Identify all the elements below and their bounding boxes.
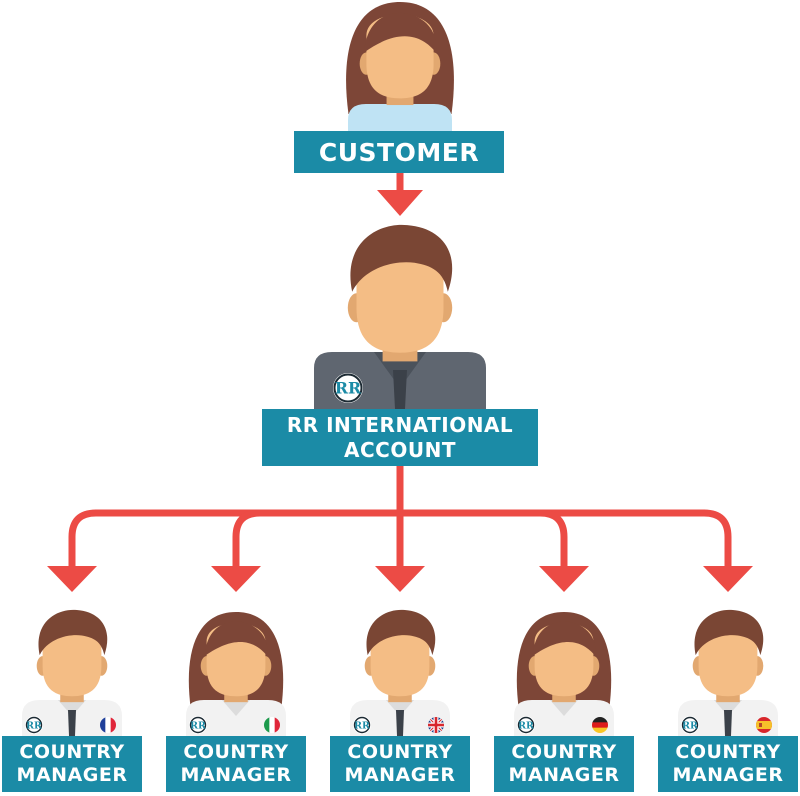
arrow-branch-2 [232, 509, 261, 568]
spain-flag-icon [756, 717, 772, 733]
account-label-line2: ACCOUNT [344, 437, 456, 462]
united-kingdom-flag-icon [428, 717, 444, 733]
country-manager-figure-5: RR [678, 609, 778, 736]
manager-label-line1: COUNTRY [511, 741, 617, 763]
tie [724, 710, 732, 736]
france-flag-icon [100, 717, 116, 733]
rr-badge-ring [517, 716, 535, 734]
country-manager-figure-3: RR [350, 609, 450, 736]
face [370, 623, 430, 697]
rr-badge-ring [353, 716, 371, 734]
shirt [186, 700, 286, 736]
face [698, 623, 758, 697]
rr-badge-icon [681, 716, 699, 734]
arrow-branch-1 [68, 509, 97, 568]
hair [694, 609, 764, 656]
collar [550, 700, 578, 716]
country-manager-figure-2: RR [186, 612, 286, 736]
customer-top [348, 104, 452, 131]
customer-label-text: CUSTOMER [318, 137, 480, 167]
rr-international-account-label: RR INTERNATIONAL ACCOUNT [262, 409, 538, 466]
manager-label-line2: MANAGER [508, 764, 620, 786]
rr-badge-ring [333, 373, 363, 403]
manager-label-line1: COUNTRY [183, 741, 289, 763]
arrowhead [377, 190, 423, 216]
rr-badge-icon [25, 716, 43, 734]
manager-label-line1: COUNTRY [675, 741, 781, 763]
rr-badge-icon [189, 716, 207, 734]
manager-label-line1: COUNTRY [347, 741, 453, 763]
country-manager-figure-4: RR [514, 612, 614, 736]
customer-label: CUSTOMER [294, 131, 504, 173]
hair [38, 609, 108, 656]
manager-label-line1: COUNTRY [19, 741, 125, 763]
hair [366, 609, 436, 656]
rr-badge-icon [333, 373, 363, 403]
rr-badge-ring [189, 716, 207, 734]
collar [58, 700, 86, 716]
hair-fringe [364, 12, 437, 53]
arrowhead-manager-4 [539, 566, 589, 592]
manager-label-line2: MANAGER [180, 764, 292, 786]
manager-label-line2: MANAGER [344, 764, 456, 786]
rr-badge-text: RR [518, 720, 534, 731]
tie [393, 370, 407, 409]
germany-flag-icon [592, 717, 608, 733]
rr-badge-ring [681, 716, 699, 734]
collar [386, 700, 414, 716]
connector-arrows [47, 173, 753, 592]
hair-fringe [532, 621, 596, 657]
collar [714, 700, 742, 716]
arrow-branch-3 [539, 509, 568, 568]
country-manager-figure-1: RR [22, 609, 122, 736]
account-manager-figure: RR [314, 224, 486, 409]
people-figures: RR RR RR RR RR RR [22, 2, 778, 736]
hair-fringe [204, 621, 268, 657]
tie [68, 710, 76, 736]
rr-badge-text: RR [190, 720, 206, 731]
rr-badge-text: RR [26, 720, 42, 731]
country-manager-label-4: COUNTRY MANAGER [494, 736, 634, 792]
italy-flag-icon [264, 717, 280, 733]
arrowhead-manager-5 [703, 566, 753, 592]
customer-figure [346, 2, 454, 131]
arrowhead-manager-2 [211, 566, 261, 592]
arrowhead-manager-1 [47, 566, 97, 592]
arrowhead-manager-3 [375, 566, 425, 592]
collar [222, 700, 250, 716]
rr-badge-icon [517, 716, 535, 734]
rr-badge-icon [353, 716, 371, 734]
country-manager-label-2: COUNTRY MANAGER [166, 736, 306, 792]
manager-label-line2: MANAGER [672, 764, 784, 786]
rr-badge-text: RR [682, 720, 698, 731]
country-manager-label-3: COUNTRY MANAGER [330, 736, 470, 792]
tie [396, 710, 404, 736]
face [42, 623, 102, 697]
shirt [514, 700, 614, 736]
rr-badge-text: RR [354, 720, 370, 731]
account-label-line1: RR INTERNATIONAL [286, 412, 514, 437]
rr-badge-text: RR [335, 379, 362, 398]
hair [350, 224, 453, 292]
arrow-branch-4 [703, 509, 732, 568]
rr-badge-ring [25, 716, 43, 734]
country-manager-label-1: COUNTRY MANAGER [2, 736, 142, 792]
manager-label-line2: MANAGER [16, 764, 128, 786]
face [356, 244, 444, 353]
country-manager-label-5: COUNTRY MANAGER [658, 736, 798, 792]
